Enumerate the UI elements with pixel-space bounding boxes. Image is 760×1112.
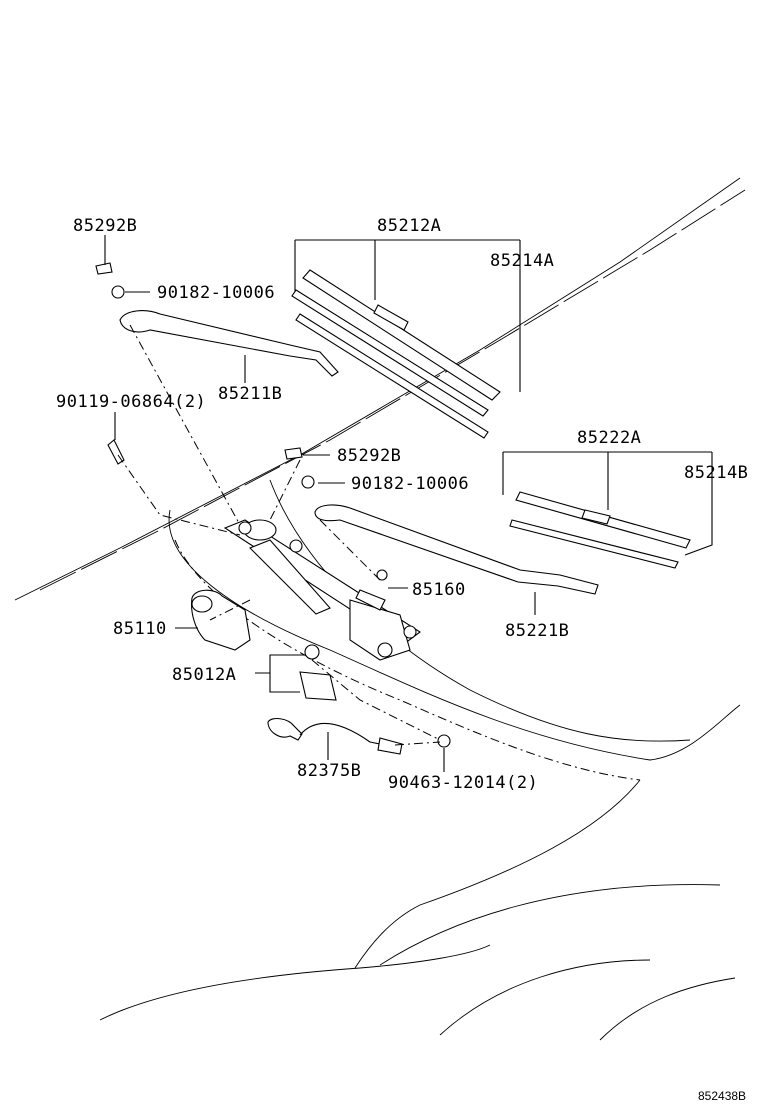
- label-85222A: 85222A: [577, 428, 641, 448]
- pivot-cap-and-nut: [284, 447, 315, 489]
- label-85292B-mid: 85292B: [337, 446, 401, 466]
- leader-lines: [104, 235, 713, 772]
- label-85214A: 85214A: [490, 251, 554, 271]
- label-90463: 90463-12014(2): [388, 773, 538, 793]
- label-90119: 90119-06864(2): [56, 392, 206, 412]
- label-90182-top: 90182-10006: [157, 283, 275, 303]
- hose-clip: [437, 734, 451, 748]
- label-85012A: 85012A: [172, 665, 236, 685]
- motor-bracket: [299, 644, 337, 701]
- label-85221B: 85221B: [505, 621, 569, 641]
- label-82375B: 82375B: [297, 761, 361, 781]
- vehicle-body-outline: [14, 177, 746, 1041]
- label-85211B: 85211B: [218, 384, 282, 404]
- label-85110: 85110: [113, 619, 167, 639]
- label-85214B: 85214B: [684, 463, 748, 483]
- part-labels: 85292B 90182-10006 85212A 85214A 85211B …: [56, 216, 748, 793]
- second-wiper-arm: [314, 504, 599, 595]
- wiper-linkage: [223, 519, 421, 661]
- figure-code: 852438B: [698, 1089, 746, 1103]
- front-wiper-blade: [291, 269, 501, 439]
- label-90182-mid: 90182-10006: [351, 474, 469, 494]
- washer-hose: [267, 717, 403, 755]
- second-wiper-blade: [509, 491, 691, 569]
- label-85212A: 85212A: [377, 216, 441, 236]
- label-85160: 85160: [412, 580, 466, 600]
- label-85292B-top: 85292B: [73, 216, 137, 236]
- installation-lines: [117, 324, 441, 746]
- wiper-motor: [191, 589, 251, 651]
